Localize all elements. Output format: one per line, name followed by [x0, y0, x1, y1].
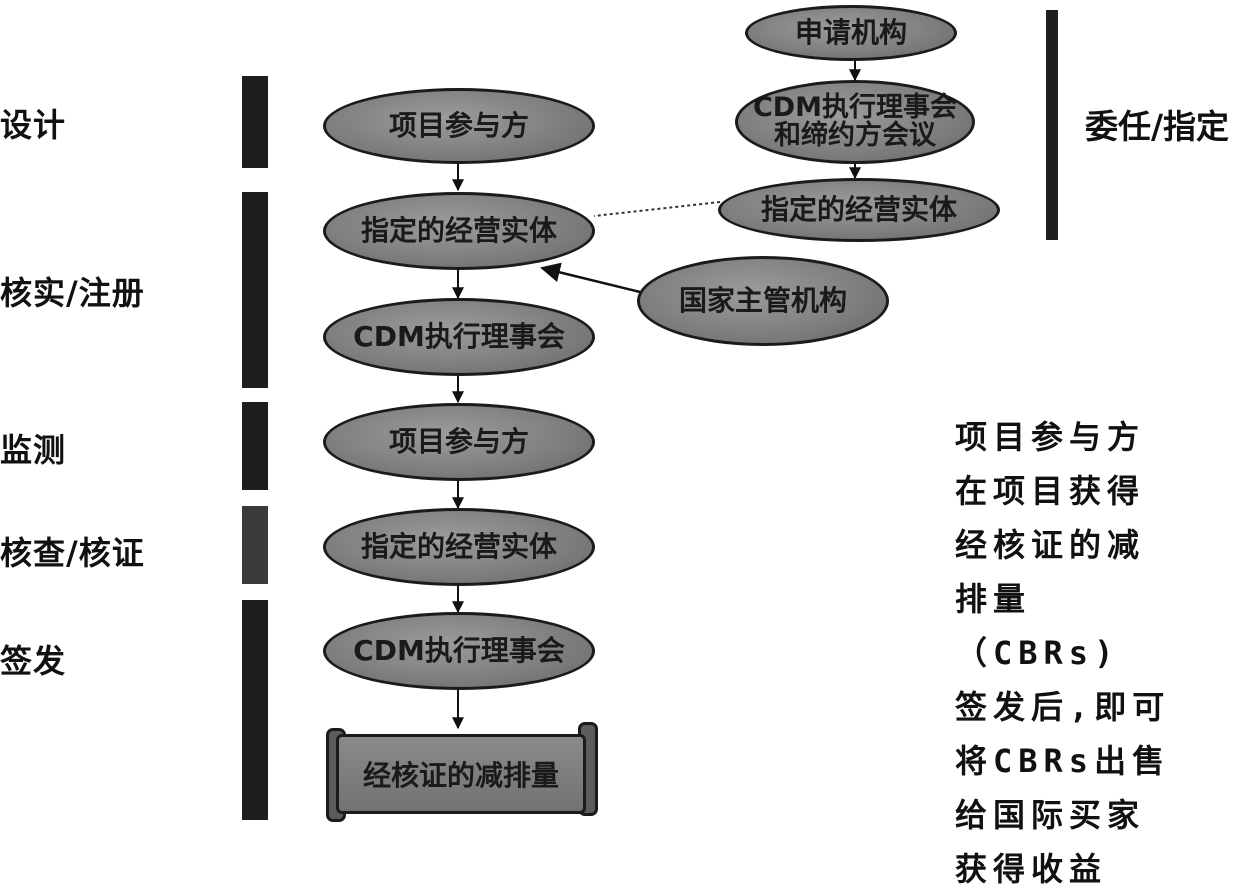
- node-certified-emission-reductions-scroll: 经核证的减排量: [336, 734, 586, 814]
- stage-bar-verification-certification: [242, 506, 268, 584]
- stage-bar-design: [242, 76, 268, 168]
- accreditation-bar: [1046, 10, 1058, 240]
- stage-bar-validation-registration: [242, 192, 268, 388]
- cdm-project-cycle-diagram: 设计 核实/注册 监测 核查/核证 签发 项目参与方 指定的经营实体 CDM执行…: [0, 5, 1230, 888]
- stage-label-issuance: 签发: [0, 642, 67, 680]
- node-doe-validation: 指定的经营实体: [323, 192, 595, 270]
- node-doe-accreditation: 指定的经营实体: [718, 178, 1000, 242]
- stage-label-verification-certification: 核查/核证: [0, 534, 145, 572]
- node-doe-verification: 指定的经营实体: [323, 508, 595, 586]
- node-designated-national-authority: 国家主管机构: [637, 256, 889, 346]
- node-applicant-entity: 申请机构: [745, 5, 957, 61]
- node-project-participants-monitoring: 项目参与方: [323, 403, 595, 481]
- node-eb-and-cop: CDM执行理事会 和缔约方会议: [735, 80, 975, 164]
- explanatory-note: 项目参与方 在项目获得 经核证的减 排量（CBRs) 签发后,即可 将CBRs出…: [955, 418, 1171, 888]
- arrow-dna-to-doe1: [540, 262, 641, 294]
- connector-layer: [452, 58, 861, 730]
- stage-label-design: 设计: [0, 106, 67, 144]
- stage-bar-monitoring: [242, 402, 268, 490]
- accreditation-label: 委任/指定: [1085, 107, 1230, 146]
- node-cdm-eb-issuance: CDM执行理事会: [323, 612, 595, 690]
- stage-label-monitoring: 监测: [0, 431, 67, 469]
- dotted-link-doe-to-doe1: [593, 201, 721, 217]
- node-project-participants-design: 项目参与方: [323, 88, 595, 164]
- node-cdm-eb-registration: CDM执行理事会: [323, 298, 595, 376]
- stage-label-validation-registration: 核实/注册: [0, 274, 145, 312]
- stage-bar-issuance: [242, 600, 268, 820]
